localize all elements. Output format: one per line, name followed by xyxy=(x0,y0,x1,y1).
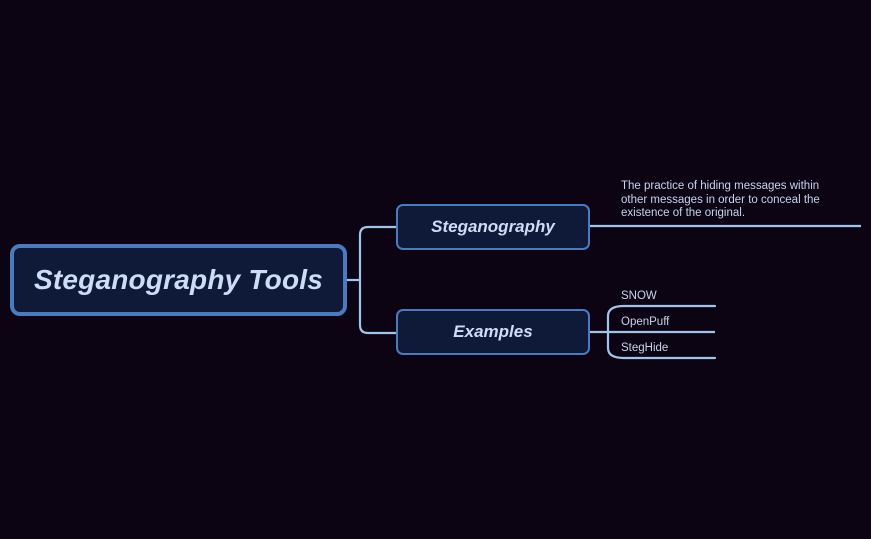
leaf-example-openpuff[interactable]: OpenPuff xyxy=(621,316,670,328)
branch-node-steganography[interactable]: Steganography xyxy=(396,204,590,250)
leaf-steganography-description[interactable]: The practice of hiding messages within o… xyxy=(621,180,820,219)
leaf-example-steghide[interactable]: StegHide xyxy=(621,342,669,354)
branch-node-examples[interactable]: Examples xyxy=(396,309,590,355)
root-node-steganography-tools[interactable]: Steganography Tools xyxy=(10,244,347,316)
leaf-example-snow[interactable]: SNOW xyxy=(621,290,657,302)
